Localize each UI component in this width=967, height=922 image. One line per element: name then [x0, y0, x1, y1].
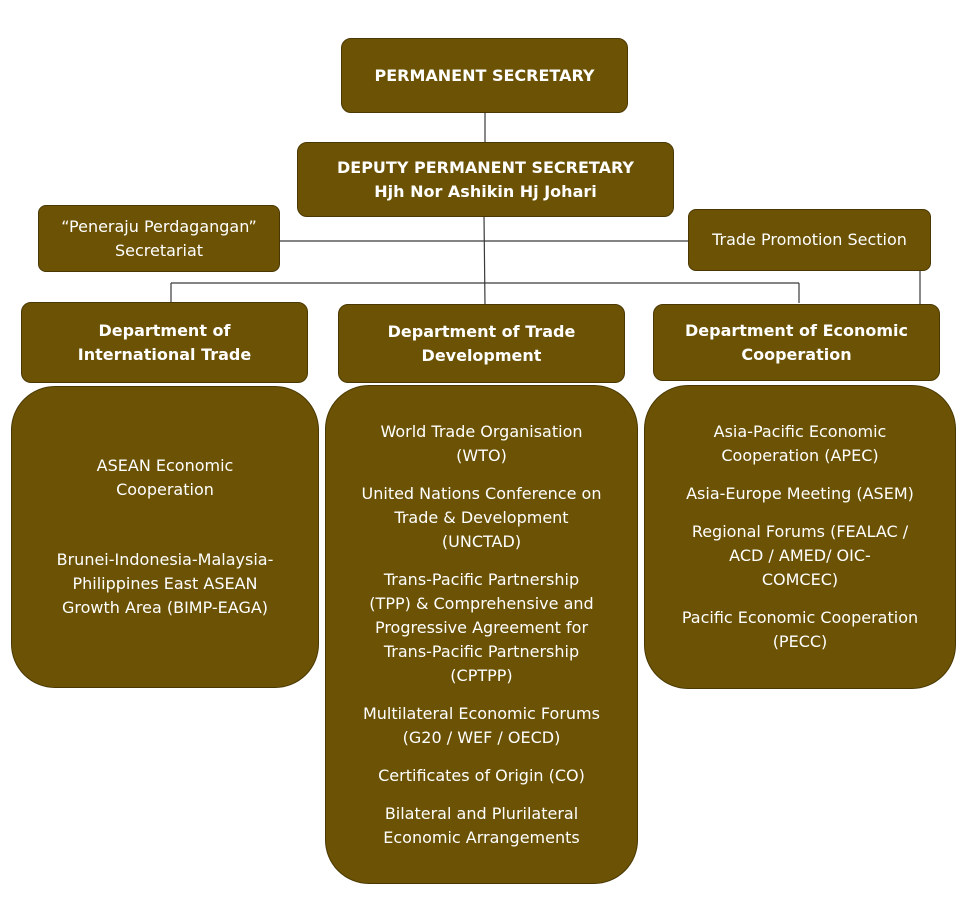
permanent-secretary-box: PERMANENT SECRETARY	[341, 38, 628, 113]
panel-item: World Trade Organisation (WTO)	[380, 420, 582, 468]
dept-international-trade-panel: ASEAN Economic Cooperation Brunei-Indone…	[11, 386, 319, 688]
panel-item-line: Bilateral and Plurilateral	[384, 803, 579, 823]
dept-economic-cooperation-panel: Asia-Pacific Economic Cooperation (APEC)…	[644, 385, 956, 689]
deputy-name: Hjh Nor Ashikin Hj Johari	[374, 181, 597, 201]
deputy-permanent-secretary-box: DEPUTY PERMANENT SECRETARY Hjh Nor Ashik…	[297, 142, 674, 217]
panel-item-line: Economic Arrangements	[383, 827, 580, 847]
secretariat-line-1: “Peneraju Perdagangan”	[61, 216, 257, 236]
dept-economic-cooperation-line-1: Department of Economic	[684, 320, 908, 340]
dept-international-trade-header: Department of International Trade	[21, 302, 308, 383]
secretariat-line-2: Secretariat	[114, 240, 204, 260]
dept-trade-development-panel: World Trade Organisation (WTO) United Na…	[325, 385, 638, 884]
dept-trade-development-line-2: Development	[421, 345, 542, 365]
dept-trade-development-header: Department of Trade Development	[338, 304, 625, 383]
panel-item-line: (G20 / WEF / OECD)	[402, 727, 561, 747]
panel-item: Regional Forums (FEALAC / ACD / AMED/ OI…	[692, 520, 908, 592]
panel-item-line: (WTO)	[456, 445, 507, 465]
panel-item-line: Multilateral Economic Forums	[362, 703, 600, 723]
panel-item-line: Trans-Pacific Partnership	[383, 641, 580, 661]
panel-item: Asia-Pacific Economic Cooperation (APEC)	[714, 420, 887, 468]
panel-item: Bilateral and Plurilateral Economic Arra…	[383, 802, 579, 850]
panel-item-line: (CPTPP)	[450, 665, 513, 685]
panel-item-line: COMCEC)	[761, 570, 839, 589]
peneraju-secretariat-box: “Peneraju Perdagangan” Secretariat	[38, 205, 280, 272]
panel-item-line: Certificates of Origin (CO)	[378, 765, 585, 785]
panel-item-line: Asia-Europe Meeting (ASEM)	[686, 484, 914, 503]
panel-item-line: Cooperation (APEC)	[721, 446, 879, 465]
dept-trade-development-line-1: Department of Trade	[387, 321, 576, 341]
panel-item-line: Cooperation	[116, 480, 214, 499]
trade-promotion-label: Trade Promotion Section	[712, 230, 907, 249]
panel-item-line: Regional Forums (FEALAC /	[691, 522, 909, 541]
panel-item-line: (PECC)	[772, 632, 828, 651]
panel-item-line: (UNCTAD)	[441, 531, 522, 551]
panel-item-line: World Trade Organisation	[380, 421, 583, 441]
panel-item-line: Philippines East ASEAN	[72, 574, 258, 593]
panel-item-line: Trade & Development	[394, 507, 569, 527]
panel-item: Trans-Pacific Partnership (TPP) & Compre…	[369, 568, 593, 688]
panel-item: Brunei-Indonesia-Malaysia- Philippines E…	[57, 548, 274, 620]
dept-international-trade-line-2: International Trade	[77, 344, 252, 364]
panel-item-line: Asia-Pacific Economic	[713, 422, 887, 441]
panel-item: Multilateral Economic Forums (G20 / WEF …	[363, 702, 600, 750]
panel-item: Pacific Economic Cooperation (PECC)	[682, 606, 918, 654]
panel-item-line: ASEAN Economic	[96, 456, 234, 475]
connector-deputy-trunk	[483, 215, 486, 306]
panel-item-line: Trans-Pacific Partnership	[383, 569, 580, 589]
panel-item: Asia-Europe Meeting (ASEM)	[686, 482, 914, 506]
panel-item-line: Progressive Agreement for	[374, 617, 589, 637]
panel-item-line: (TPP) & Comprehensive and	[369, 593, 594, 613]
deputy-title: DEPUTY PERMANENT SECRETARY	[336, 157, 634, 177]
dept-economic-cooperation-header: Department of Economic Cooperation	[653, 304, 940, 381]
dept-international-trade-line-1: Department of	[98, 320, 231, 340]
trade-promotion-section-box: Trade Promotion Section	[688, 209, 931, 271]
panel-item: Certificates of Origin (CO)	[378, 764, 585, 788]
panel-item: ASEAN Economic Cooperation	[97, 454, 234, 502]
panel-item: United Nations Conference on Trade & Dev…	[362, 482, 602, 554]
panel-item-line: ACD / AMED/ OIC-	[729, 546, 871, 565]
dept-economic-cooperation-line-2: Cooperation	[741, 344, 852, 364]
panel-item-line: Growth Area (BIMP-EAGA)	[61, 598, 269, 617]
panel-item-line: United Nations Conference on	[361, 483, 602, 503]
panel-item-line: Pacific Economic Cooperation	[681, 608, 919, 627]
panel-item-line: Brunei-Indonesia-Malaysia-	[56, 550, 274, 569]
permanent-secretary-title: PERMANENT SECRETARY	[374, 65, 595, 85]
